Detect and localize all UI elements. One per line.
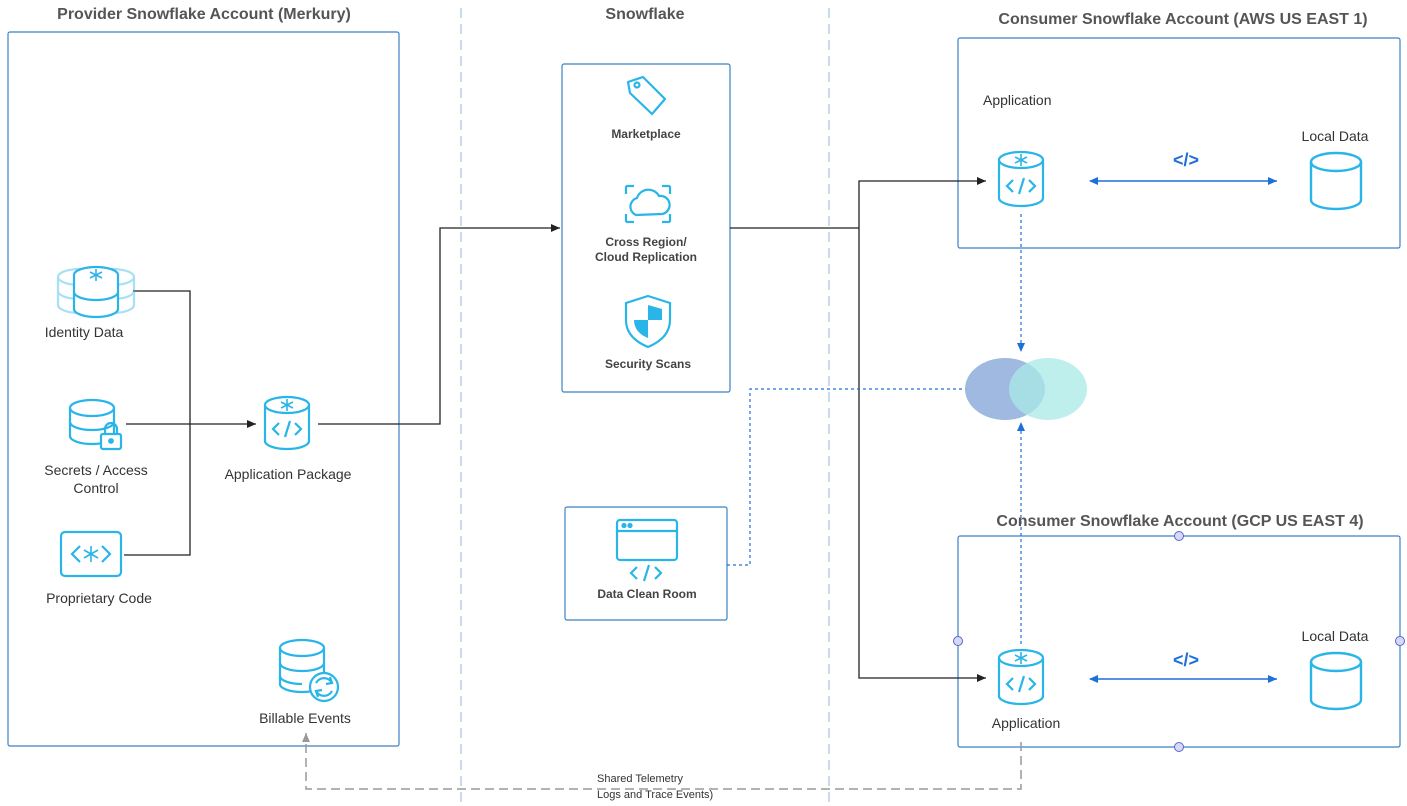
aws-application-icon — [997, 150, 1045, 208]
consumer-gcp-title: Consumer Snowflake Account (GCP US EAST … — [996, 513, 1364, 530]
data-clean-room-box — [564, 506, 728, 621]
marketplace-label: Marketplace — [611, 127, 681, 141]
secrets-label-line2: Control — [73, 480, 119, 496]
application-package-label: Application Package — [224, 466, 352, 482]
connector-identity — [133, 290, 191, 424]
connector-to-aws-app — [858, 177, 986, 228]
connector-code — [124, 424, 191, 556]
telemetry-label-line1: Shared Telemetry — [597, 773, 684, 785]
consumer-aws-title: Consumer Snowflake Account (AWS US EAST … — [998, 11, 1368, 28]
secrets-lock-icon — [68, 398, 123, 451]
selection-handles[interactable] — [953, 531, 1405, 752]
identity-data-label: Identity Data — [44, 324, 124, 340]
cross-region-label-line2: Cloud Replication — [595, 250, 697, 264]
provider-account-box — [7, 31, 400, 747]
gcp-code-symbol: </> — [1172, 650, 1200, 670]
application-package-icon — [263, 395, 311, 451]
identity-data-icon — [56, 265, 136, 319]
gcp-application-icon — [997, 648, 1045, 706]
telemetry-label-line2: Logs and Trace Events) — [597, 789, 714, 801]
proprietary-code-icon — [59, 530, 123, 578]
data-clean-room-label: Data Clean Room — [597, 587, 697, 601]
aws-code-symbol: </> — [1172, 150, 1200, 170]
connector-to-gcp-app — [858, 228, 986, 682]
secrets-label-line1: Secrets / Access — [44, 462, 148, 478]
gcp-local-data-label: Local Data — [1301, 628, 1369, 644]
billable-events-label: Billable Events — [259, 710, 351, 726]
venn-overlap — [965, 358, 1087, 420]
proprietary-code-label: Proprietary Code — [46, 590, 152, 606]
consumer-aws-box — [957, 37, 1401, 249]
billable-events-icon — [278, 638, 340, 703]
data-clean-room-icon — [615, 518, 679, 582]
security-scans-label: Security Scans — [604, 357, 692, 371]
gcp-local-data-icon — [1309, 651, 1363, 711]
marketplace-tag-icon — [626, 75, 667, 116]
connector-package-to-snowflake — [318, 224, 560, 425]
snowflake-title: Snowflake — [605, 6, 685, 23]
snowflake-services-box — [561, 63, 731, 393]
security-shield-icon — [624, 294, 672, 349]
aws-application-label: Application — [983, 92, 1052, 108]
aws-local-data-label: Local Data — [1301, 128, 1369, 144]
gcp-application-label: Application — [991, 715, 1061, 731]
clean-room-to-venn — [727, 388, 968, 566]
provider-account-title: Provider Snowflake Account (Merkury) — [57, 6, 351, 23]
cloud-replication-icon — [624, 184, 672, 224]
aws-local-data-icon — [1309, 151, 1363, 211]
telemetry-line — [302, 733, 1022, 790]
cross-region-label-line1: Cross Region/ — [605, 235, 687, 249]
